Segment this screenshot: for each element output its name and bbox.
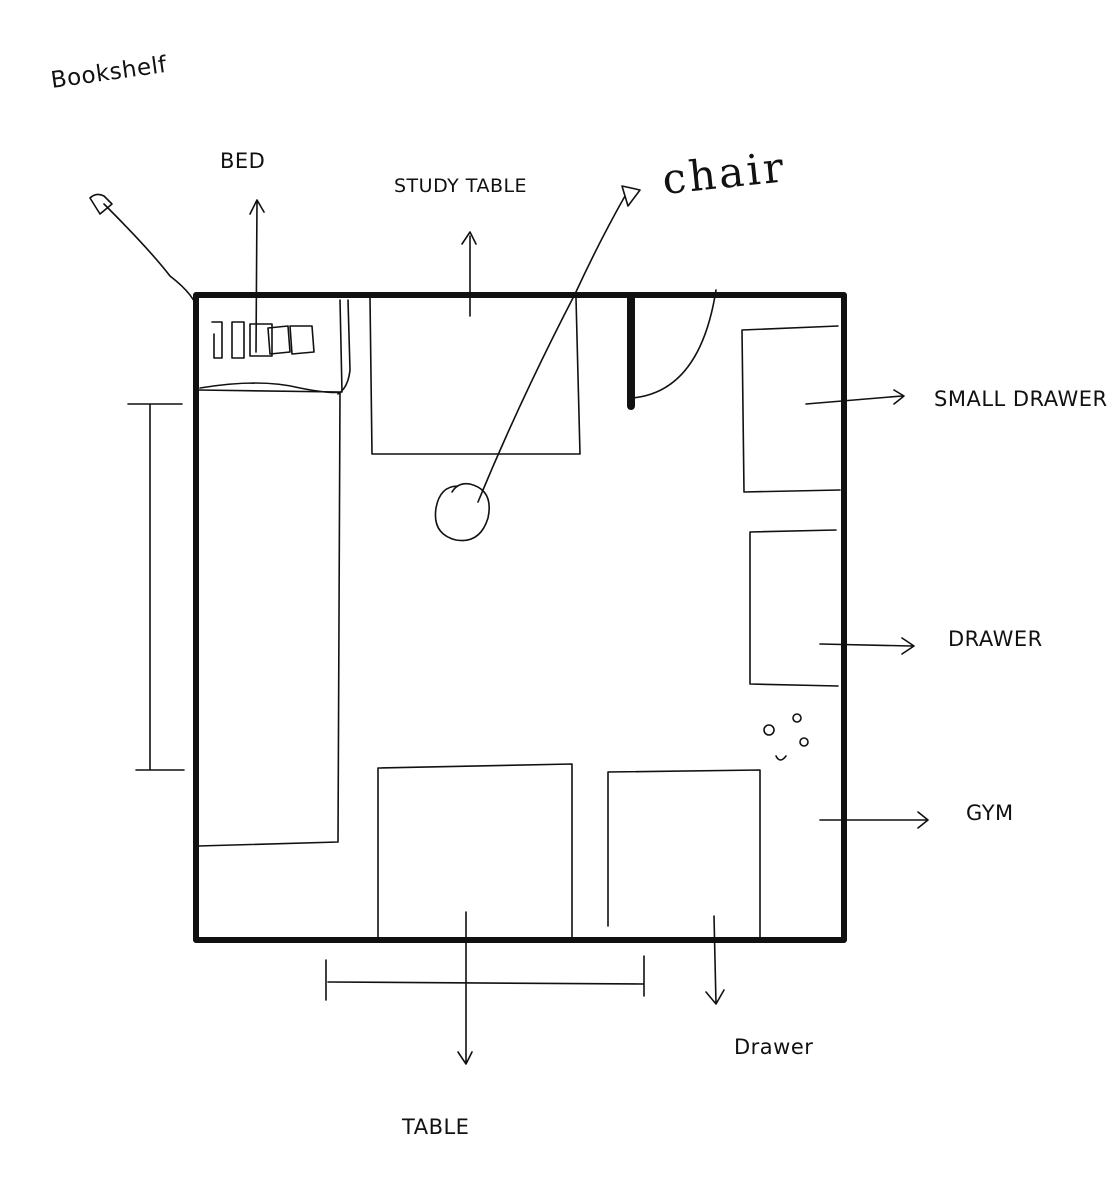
label-small-drawer: SMALL DRAWER bbox=[934, 387, 1108, 411]
label-table: TABLE bbox=[401, 1115, 469, 1139]
drawer-bottom-arrow bbox=[705, 915, 725, 1005]
chair-icon bbox=[434, 482, 490, 542]
bed-dimension-line bbox=[127, 403, 185, 771]
label-gym: GYM bbox=[966, 801, 1014, 825]
door-swing-arc bbox=[631, 289, 717, 399]
bookshelf-block bbox=[199, 299, 351, 395]
drawer-bottom bbox=[607, 769, 761, 939]
small-drawer bbox=[741, 325, 841, 493]
bookshelf-leader bbox=[89, 193, 199, 313]
books-icon bbox=[211, 321, 315, 359]
bed-outline bbox=[197, 389, 341, 847]
bed-arrow bbox=[249, 199, 265, 353]
table-arrow bbox=[457, 911, 473, 1065]
drawer-right bbox=[749, 529, 839, 687]
label-bed: BED bbox=[220, 149, 265, 173]
small-drawer-arrow bbox=[805, 389, 905, 405]
gym-icon bbox=[763, 713, 809, 761]
label-chair: chair bbox=[660, 142, 789, 204]
room-outline bbox=[193, 292, 847, 943]
study-table bbox=[369, 297, 581, 455]
gym-arrow bbox=[819, 811, 929, 829]
label-drawer-right: DRAWER bbox=[948, 627, 1043, 651]
label-study-table: STUDY TABLE bbox=[394, 175, 527, 197]
table-bottom bbox=[377, 763, 573, 941]
label-bookshelf: Bookshelf bbox=[49, 52, 169, 94]
table-dimension-line bbox=[325, 955, 645, 1001]
study-table-arrow bbox=[461, 231, 477, 317]
label-drawer-bottom: Drawer bbox=[734, 1035, 813, 1059]
chair-arrow bbox=[477, 185, 641, 503]
drawer-right-arrow bbox=[819, 637, 915, 655]
